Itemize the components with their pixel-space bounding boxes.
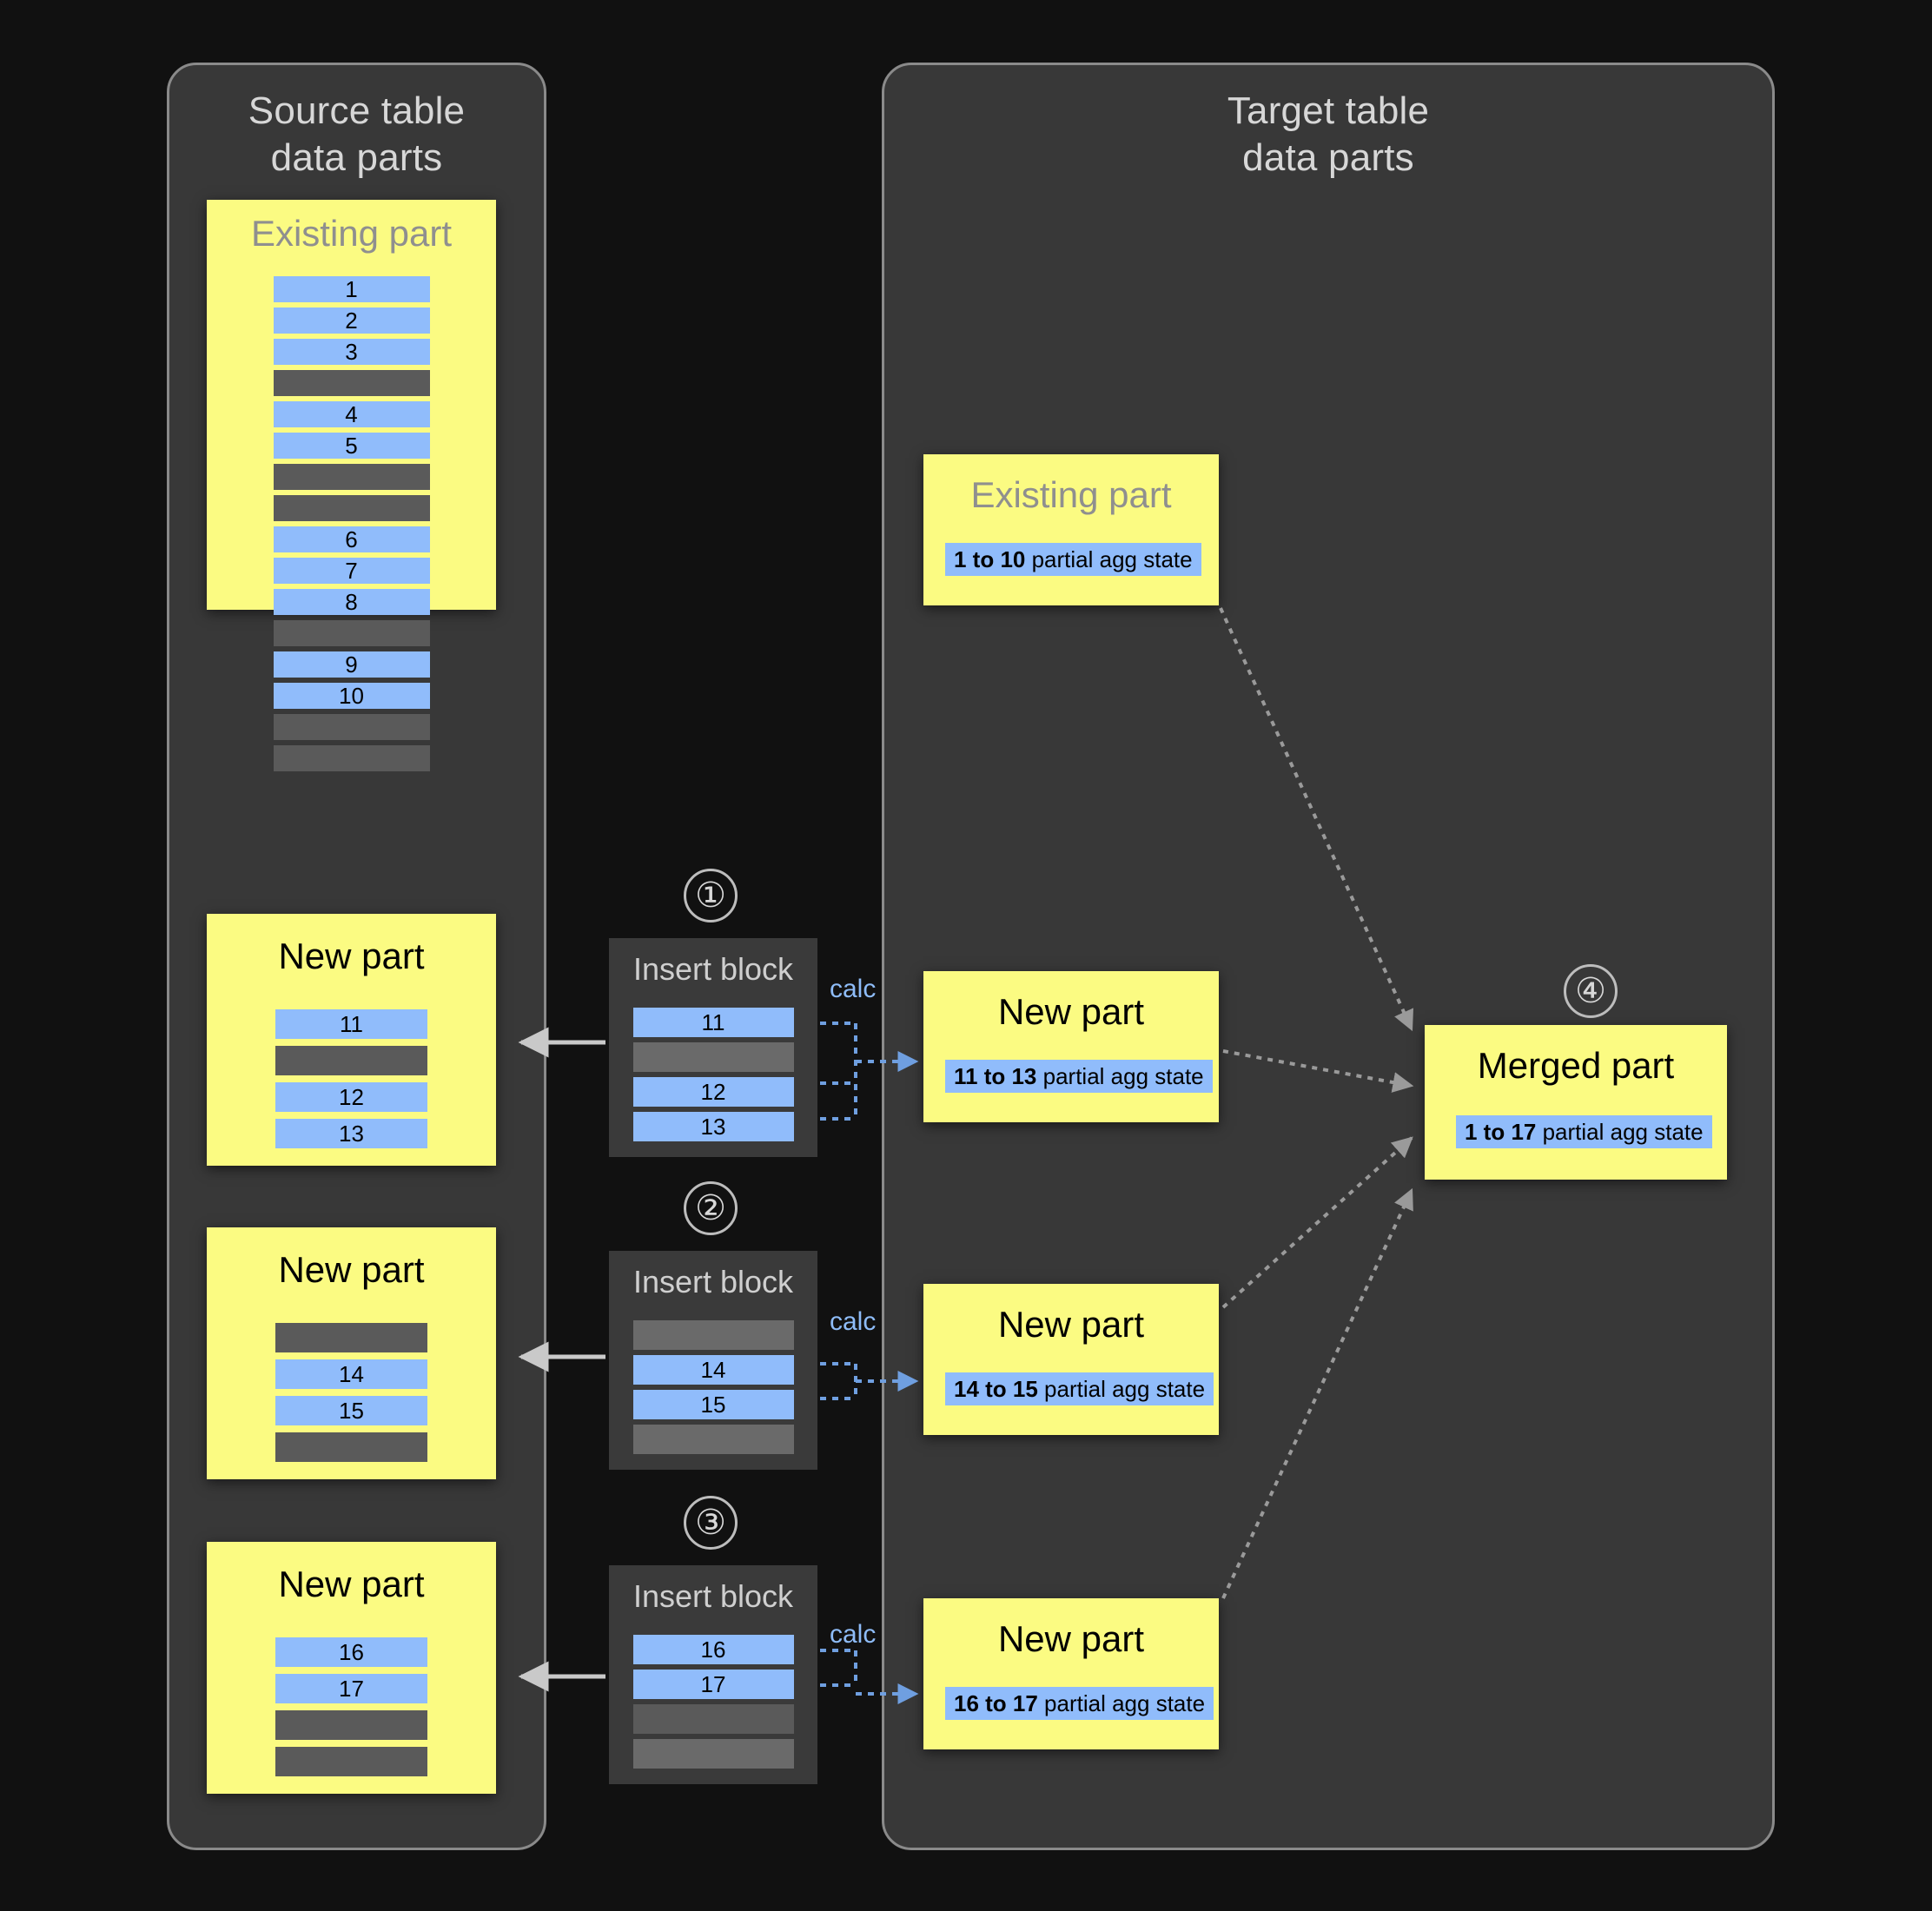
step-circle-4: ④ xyxy=(1564,964,1618,1018)
table-row xyxy=(632,1739,794,1769)
table-row xyxy=(273,370,430,396)
insert-block-1-title: Insert block xyxy=(632,951,794,987)
source-new-part-3-rows: 16 17 xyxy=(207,1637,496,1783)
step-circle-1: ① xyxy=(684,869,738,922)
source-existing-part-title: Existing part xyxy=(250,213,453,254)
table-row: 8 xyxy=(273,589,430,615)
table-row xyxy=(275,1046,427,1075)
table-row: 11 xyxy=(632,1008,794,1037)
table-row: 5 xyxy=(273,433,430,459)
source-new-part-2-title: New part xyxy=(278,1249,425,1290)
target-new-part-3-agg: 16 to 17 partial agg state xyxy=(945,1687,1214,1720)
insert-block-2: Insert block 14 15 xyxy=(609,1251,817,1470)
source-new-part-2: New part 14 15 xyxy=(207,1227,496,1479)
source-new-part-3: New part 16 17 xyxy=(207,1542,496,1794)
table-row: 6 xyxy=(273,526,430,552)
agg-range: 11 to 13 xyxy=(954,1063,1037,1089)
table-row: 2 xyxy=(273,307,430,334)
target-existing-part-agg: 1 to 10 partial agg state xyxy=(945,543,1201,576)
target-new-part-1: New part 11 to 13 partial agg state xyxy=(923,971,1219,1122)
insert-block-3-rows: 16 17 xyxy=(609,1635,817,1774)
table-row xyxy=(632,1704,794,1734)
table-row xyxy=(275,1710,427,1740)
target-new-part-3-title: New part xyxy=(997,1618,1145,1659)
calc-label-2: calc xyxy=(830,1307,877,1336)
target-new-part-1-title: New part xyxy=(997,991,1145,1032)
table-row: 13 xyxy=(275,1119,427,1148)
table-row: 4 xyxy=(273,401,430,427)
table-row: 15 xyxy=(632,1390,794,1419)
target-new-part-2-title: New part xyxy=(997,1304,1145,1345)
agg-suffix: partial agg state xyxy=(1536,1119,1704,1145)
table-row: 10 xyxy=(273,683,430,709)
target-new-part-2-agg: 14 to 15 partial agg state xyxy=(945,1372,1214,1405)
table-row xyxy=(275,1323,427,1352)
target-existing-part: Existing part 1 to 10 partial agg state xyxy=(923,454,1219,605)
agg-range: 16 to 17 xyxy=(954,1690,1038,1716)
source-new-part-2-rows: 14 15 xyxy=(207,1323,496,1469)
target-new-part-1-agg: 11 to 13 partial agg state xyxy=(945,1060,1213,1093)
insert-block-3-title: Insert block xyxy=(632,1578,794,1614)
source-existing-part-rows: 1 2 3 4 5 6 7 8 9 10 xyxy=(207,276,496,777)
insert-block-1: Insert block 11 12 13 xyxy=(609,938,817,1157)
source-new-part-3-title: New part xyxy=(278,1564,425,1604)
agg-suffix: partial agg state xyxy=(1037,1376,1206,1402)
table-row xyxy=(273,620,430,646)
table-row: 12 xyxy=(275,1082,427,1112)
calc-connector-1 xyxy=(820,1022,857,1121)
table-row xyxy=(632,1320,794,1350)
agg-suffix: partial agg state xyxy=(1036,1063,1204,1089)
table-row: 14 xyxy=(632,1355,794,1385)
insert-block-3: Insert block 16 17 xyxy=(609,1565,817,1784)
target-new-part-2: New part 14 to 15 partial agg state xyxy=(923,1284,1219,1435)
target-table-panel: Target table data parts xyxy=(882,63,1775,1850)
insert-block-1-rows: 11 12 13 xyxy=(609,1008,817,1147)
insert-block-2-title: Insert block xyxy=(632,1264,794,1299)
source-existing-part: Existing part 1 2 3 4 5 6 7 8 9 10 xyxy=(207,200,496,771)
agg-suffix: partial agg state xyxy=(1025,546,1193,572)
insert-block-2-rows: 14 15 xyxy=(609,1320,817,1459)
source-new-part-1: New part 11 12 13 xyxy=(207,914,496,1166)
table-row: 16 xyxy=(275,1637,427,1667)
table-row: 17 xyxy=(275,1674,427,1703)
table-row xyxy=(273,714,430,740)
table-row xyxy=(273,464,430,490)
target-merged-part: Merged part 1 to 17 partial agg state xyxy=(1425,1025,1727,1180)
calc-label-1: calc xyxy=(830,975,877,1003)
calc-label-3: calc xyxy=(830,1620,877,1649)
table-row: 16 xyxy=(632,1635,794,1664)
target-table-panel-title: Target table data parts xyxy=(1227,89,1430,179)
table-row xyxy=(273,495,430,521)
target-new-part-3: New part 16 to 17 partial agg state xyxy=(923,1598,1219,1749)
source-new-part-1-rows: 11 12 13 xyxy=(207,1009,496,1155)
table-row xyxy=(273,745,430,771)
table-row xyxy=(275,1432,427,1462)
calc-connector-3 xyxy=(820,1649,857,1687)
table-row xyxy=(632,1042,794,1072)
table-row: 12 xyxy=(632,1077,794,1107)
source-table-panel-title: Source table data parts xyxy=(248,89,466,179)
target-merged-part-title: Merged part xyxy=(1477,1045,1675,1086)
table-row xyxy=(632,1425,794,1454)
table-row: 7 xyxy=(273,558,430,584)
target-merged-part-agg: 1 to 17 partial agg state xyxy=(1456,1115,1712,1148)
step-circle-2: ② xyxy=(684,1181,738,1235)
table-row: 11 xyxy=(275,1009,427,1039)
source-new-part-1-title: New part xyxy=(278,936,425,976)
table-row: 3 xyxy=(273,339,430,365)
table-row: 9 xyxy=(273,651,430,678)
table-row: 15 xyxy=(275,1396,427,1425)
table-row: 14 xyxy=(275,1359,427,1389)
agg-suffix: partial agg state xyxy=(1037,1690,1206,1716)
agg-range: 14 to 15 xyxy=(954,1376,1038,1402)
agg-range: 1 to 10 xyxy=(954,546,1026,572)
target-existing-part-title: Existing part xyxy=(970,474,1172,515)
calc-connector-2 xyxy=(820,1362,857,1400)
table-row: 17 xyxy=(632,1670,794,1699)
table-row: 13 xyxy=(632,1112,794,1141)
step-circle-3: ③ xyxy=(684,1496,738,1550)
agg-range: 1 to 17 xyxy=(1465,1119,1537,1145)
table-row xyxy=(275,1747,427,1776)
table-row: 1 xyxy=(273,276,430,302)
